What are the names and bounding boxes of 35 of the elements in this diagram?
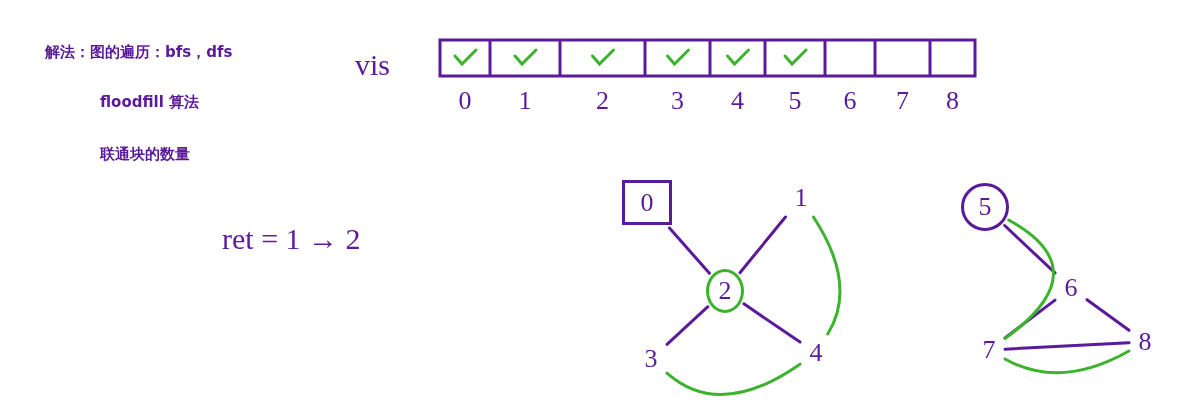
vertex-number: 8: [1132, 326, 1158, 358]
array-index: 5: [787, 86, 803, 116]
graph-edge: [742, 302, 802, 344]
circled-number: 2: [706, 269, 744, 313]
graph-edge: [665, 305, 710, 346]
vertex-number: 3: [638, 343, 664, 375]
array-index: 7: [895, 86, 910, 116]
array-index: 4: [730, 86, 745, 116]
vertex-number: 6: [1058, 272, 1084, 304]
graph-edge: [738, 215, 787, 275]
note-text: floodfill 算法: [100, 93, 200, 112]
note-text: 解法：图的遍历：bfs，dfs: [45, 43, 233, 62]
graph-edge: [1003, 341, 1131, 351]
graph-edge: [667, 226, 711, 275]
boxed-number: 0: [622, 180, 672, 225]
array-index: 8: [945, 86, 960, 116]
note-text: 联通块的数量: [100, 145, 190, 164]
vertex-number: 7: [976, 334, 1002, 366]
circled-number: 5: [961, 183, 1009, 231]
array-index: 2: [595, 86, 610, 116]
graph-edge: [1085, 298, 1131, 332]
graph-edge: [1003, 298, 1057, 340]
handwritten-text: vis: [355, 48, 390, 82]
traversal-curve: [1003, 349, 1131, 375]
graph-edge: [1003, 224, 1057, 275]
handwritten-text: ret = 1 → 2: [222, 222, 361, 256]
array-index: 0: [457, 86, 473, 116]
traversal-curve: [811, 215, 842, 336]
array-index: 1: [517, 86, 533, 116]
vertex-number: 4: [803, 337, 829, 369]
traversal-curve: [665, 362, 802, 396]
vertex-number: 1: [788, 182, 814, 214]
array-index: 6: [842, 86, 858, 116]
traversal-curve: [1003, 218, 1055, 340]
array-index: 3: [670, 86, 685, 116]
